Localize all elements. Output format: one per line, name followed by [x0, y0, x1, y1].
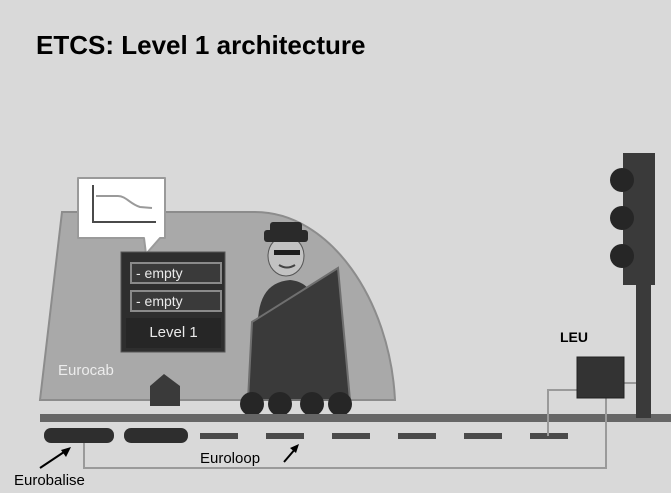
leu-label: LEU	[560, 329, 588, 345]
leu-box	[576, 356, 625, 399]
page-title: ETCS: Level 1 architecture	[36, 30, 366, 60]
dmi-row-2: - empty	[130, 290, 222, 312]
eurocab-label: Eurocab	[58, 362, 114, 379]
eurobalise-arrow	[39, 447, 71, 469]
signal	[610, 153, 655, 418]
speed-curve-line	[96, 195, 153, 209]
eurobalise-1	[44, 428, 114, 443]
eurocab-antenna	[150, 374, 180, 406]
eurobalise-label: Eurobalise	[14, 472, 85, 489]
leu-cables	[83, 382, 636, 469]
euroloop-label: Euroloop	[200, 450, 261, 467]
euroloop-arrow	[283, 444, 299, 463]
dmi-row-1: - empty	[130, 262, 222, 284]
signal-pole	[636, 280, 651, 418]
driver-glasses	[274, 250, 300, 255]
eurobalise-2	[124, 428, 188, 443]
euroloop-dashes	[200, 433, 568, 439]
rail	[40, 414, 600, 422]
dmi-level-label: Level 1	[126, 318, 221, 348]
train-wheels	[240, 392, 352, 416]
speed-curve-axes	[92, 185, 156, 223]
speed-curve-bubble	[77, 177, 166, 255]
